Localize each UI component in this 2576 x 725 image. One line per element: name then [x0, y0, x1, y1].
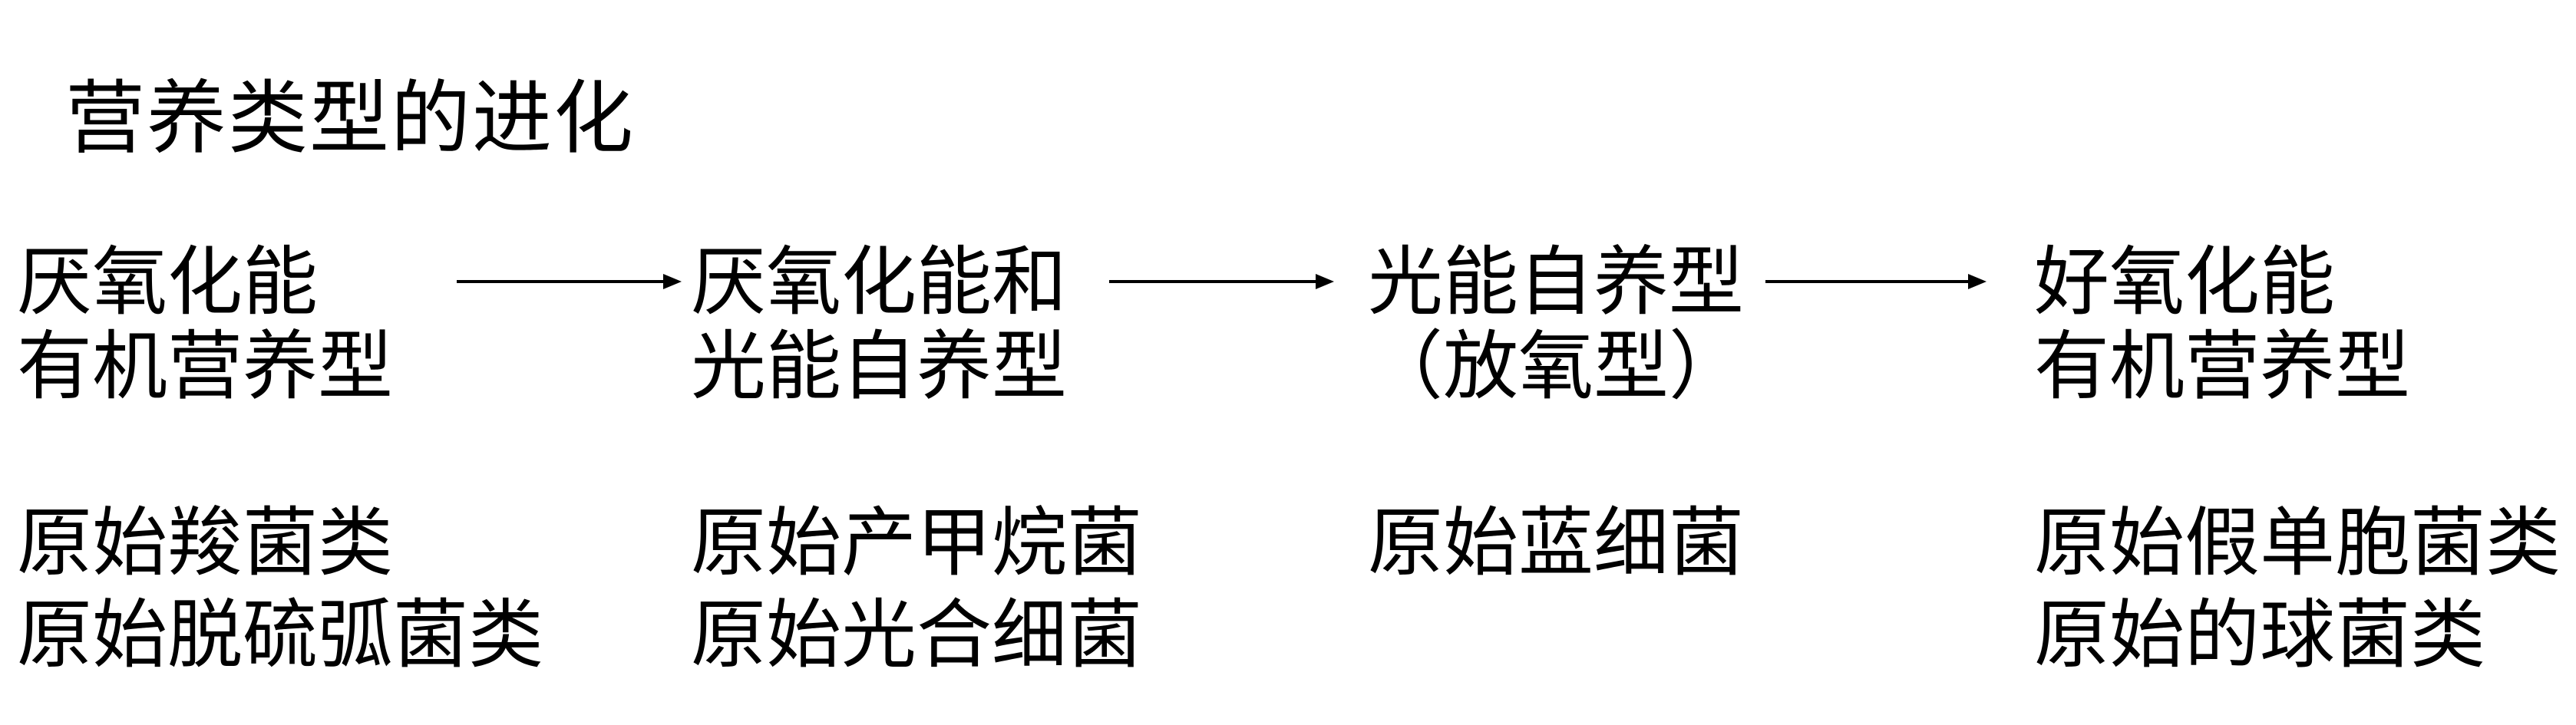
stage-1-type-line-1: 厌氧化能: [17, 239, 319, 326]
stage-1-organism-line-2: 原始脱硫弧菌类: [17, 592, 544, 679]
stage-1-organism-line-1: 原始羧菌类: [17, 499, 394, 587]
stage-3-type-line-1: 光能自养型: [1368, 239, 1745, 326]
stage-2-type-line-2: 光能自养型: [691, 323, 1068, 410]
arrow-stage-1-to-2: [457, 274, 682, 289]
stage-3-type-line-2: （放氧型）: [1368, 323, 1745, 410]
stage-2-organism-line-1: 原始产甲烷菌: [691, 499, 1143, 587]
stage-4-organism-line-1: 原始假单胞菌类: [2034, 499, 2561, 587]
arrow-stage-2-to-3: [1109, 274, 1334, 289]
stage-4-type-line-1: 好氧化能: [2034, 239, 2336, 326]
stage-4-type-line-2: 有机营养型: [2034, 323, 2411, 410]
stage-4-organism-line-2: 原始的球菌类: [2034, 592, 2486, 679]
stage-3-organism-line-1: 原始蓝细菌: [1368, 499, 1745, 587]
diagram-title: 营养类型的进化: [65, 71, 636, 165]
stage-1-type-line-2: 有机营养型: [17, 323, 394, 410]
stage-2-organism-line-2: 原始光合细菌: [691, 592, 1143, 679]
stage-2-type-line-1: 厌氧化能和: [691, 239, 1068, 326]
arrow-stage-3-to-4: [1765, 274, 1986, 289]
